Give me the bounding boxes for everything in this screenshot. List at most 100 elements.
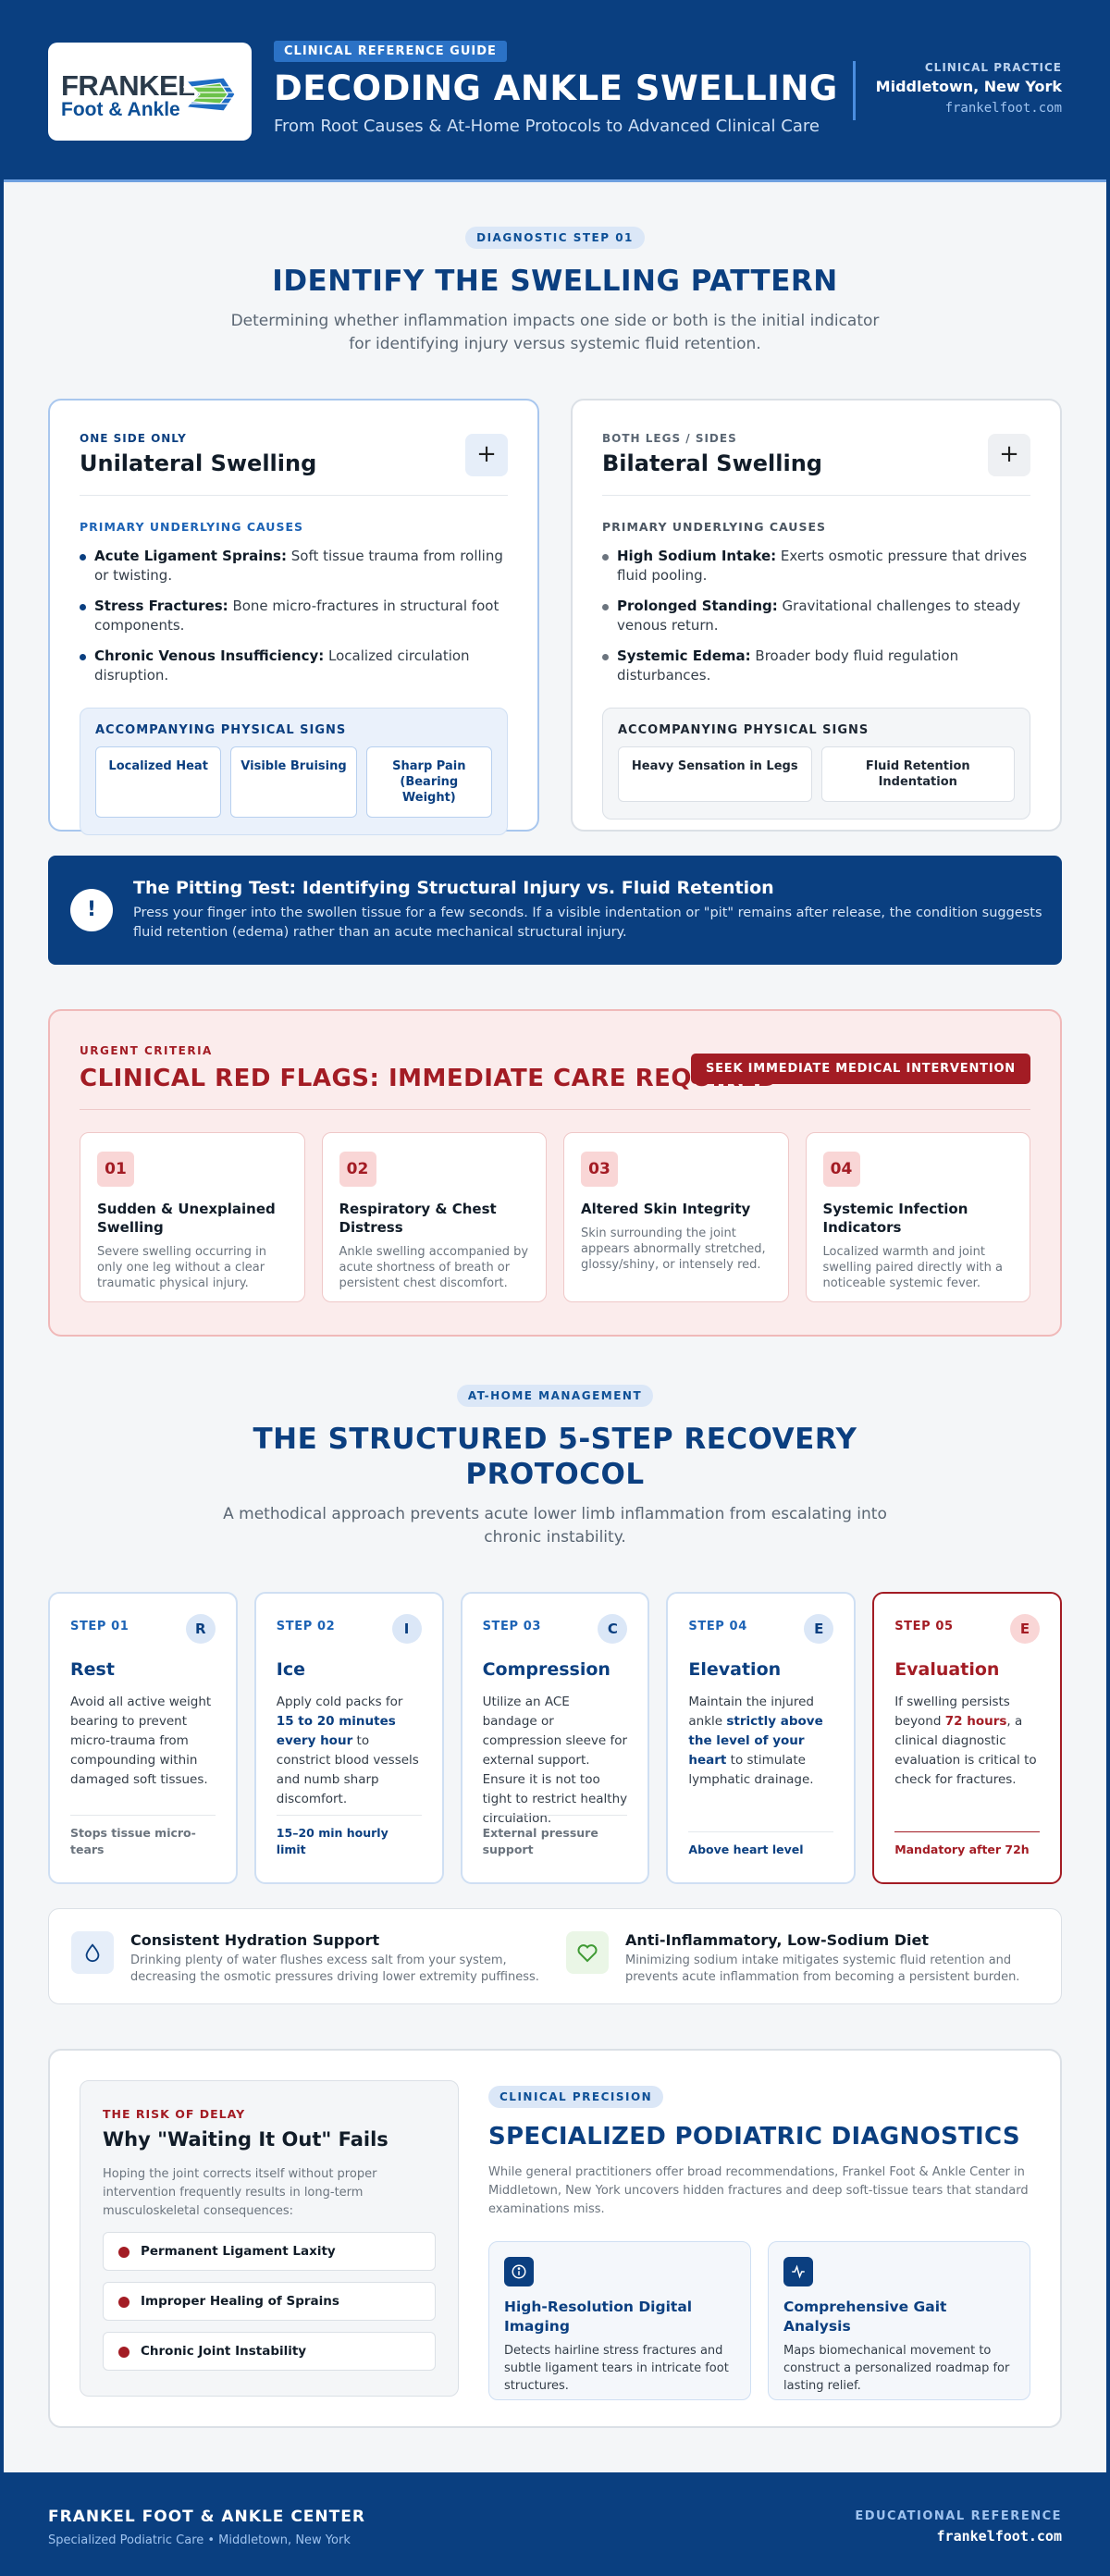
cause-term: Prolonged Standing:: [617, 598, 778, 614]
logo-wordmark: FRANKEL Foot & Ankle: [61, 69, 195, 120]
cause-term: Systemic Edema:: [617, 647, 751, 664]
tip-title: Anti-Inflammatory, Low-Sodium Diet: [625, 1931, 930, 1949]
footer-reference-label: EDUCATIONAL REFERENCE: [855, 2509, 1062, 2523]
list-item: High Sodium Intake: Exerts osmotic press…: [602, 547, 1030, 585]
unilateral-kicker: ONE SIDE ONLY: [80, 432, 187, 445]
alert-icon: !: [70, 889, 113, 931]
cause-term: High Sodium Intake:: [617, 548, 777, 564]
step-card-rest: STEP 01 R Rest Avoid all active weight b…: [48, 1592, 238, 1884]
diet-tip: Anti-Inflammatory, Low-Sodium Diet Minim…: [566, 1931, 1039, 1984]
tip-title: Consistent Hydration Support: [130, 1931, 380, 1949]
tip-body: Anti-Inflammatory, Low-Sodium Diet Minim…: [625, 1931, 1039, 1984]
step-number: STEP 03: [482, 1620, 542, 1633]
step-text-pre: Maintain the injured ankle: [688, 1695, 814, 1729]
step-text-highlight: 15 to 20 minutes every hour: [276, 1714, 396, 1748]
signs-row: Localized Heat Visible Bruising Sharp Pa…: [95, 746, 492, 818]
protocol-title: THE STRUCTURED 5-STEP RECOVERY PROTOCOL: [4, 1422, 1106, 1492]
plus-icon: +: [988, 434, 1030, 476]
red-flag-card: 04 Systemic Infection Indicators Localiz…: [805, 1132, 1030, 1302]
cause-text: Bone micro-fractures in structural foot …: [94, 598, 500, 634]
step-card-compression: STEP 03 C Compression Utilize an ACE ban…: [460, 1592, 650, 1884]
specialized-diagnostics: CLINICAL PRECISION SPECIALIZED PODIATRIC…: [488, 2086, 1030, 2400]
bilateral-card: BOTH LEGS / SIDES Bilateral Swelling + P…: [571, 399, 1062, 832]
bilateral-causes-label: PRIMARY UNDERLYING CAUSES: [602, 520, 826, 534]
imaging-card: High-Resolution Digital Imaging Detects …: [488, 2241, 751, 2400]
header-divider: [853, 61, 856, 120]
unilateral-signs-box: ACCOMPANYING PHYSICAL SIGNS Localized He…: [80, 708, 508, 835]
risk-kicker: THE RISK OF DELAY: [103, 2107, 246, 2121]
protocol-title-line-2: PROTOCOL: [465, 1458, 645, 1491]
guide-badge: CLINICAL REFERENCE GUIDE: [274, 41, 507, 62]
bilateral-causes-list: High Sodium Intake: Exerts osmotic press…: [602, 547, 1030, 685]
footer-website-link[interactable]: frankelfoot.com: [936, 2528, 1062, 2545]
pitting-test-banner: ! The Pitting Test: Identifying Structur…: [48, 856, 1062, 965]
pattern-section-head: DIAGNOSTIC STEP 01 IDENTIFY THE SWELLING…: [4, 182, 1106, 356]
page-subtitle: From Root Causes & At-Home Protocols to …: [274, 117, 820, 136]
protocol-title-line-1: THE STRUCTURED 5-STEP RECOVERY: [253, 1423, 857, 1456]
red-flags-panel: URGENT CRITERIA CLINICAL RED FLAGS: IMME…: [48, 1009, 1062, 1337]
hydration-tip: Consistent Hydration Support Drinking pl…: [71, 1931, 544, 1984]
step-text-highlight: 72 hours: [944, 1714, 1007, 1729]
logo-line-2: Foot & Ankle: [61, 99, 180, 120]
list-item: Chronic Venous Insufficiency: Localized …: [80, 647, 508, 685]
step-text: Avoid all active weight bearing to preve…: [70, 1693, 216, 1790]
cause-term: Chronic Venous Insufficiency:: [94, 647, 325, 664]
red-flag-card: 01 Sudden & Unexplained Swelling Severe …: [80, 1132, 305, 1302]
step-text-pre: Utilize an ACE bandage or compression sl…: [482, 1695, 628, 1826]
footer-tagline: Specialized Podiatric Care • Middletown,…: [48, 2533, 351, 2547]
red-flag-text: Severe swelling occurring in only one le…: [97, 1245, 267, 1290]
protocol-description: A methodical approach prevents acute low…: [223, 1505, 887, 1547]
cause-term: Acute Ligament Sprains:: [94, 548, 287, 564]
bilateral-signs-box: ACCOMPANYING PHYSICAL SIGNS Heavy Sensat…: [602, 708, 1030, 820]
logo-line-1: FRANKEL: [61, 69, 195, 102]
page-footer: FRANKEL FOOT & ANKLE CENTER Specialized …: [0, 2472, 1110, 2576]
step-number: STEP 05: [894, 1620, 954, 1633]
step-text-post: to stimulate lymphatic drainage.: [688, 1753, 814, 1787]
clinical-precision-pill: CLINICAL PRECISION: [488, 2086, 664, 2108]
activity-icon: [783, 2257, 813, 2286]
risk-item: Chronic Joint Instability: [103, 2332, 436, 2371]
risk-of-delay-box: THE RISK OF DELAY Why "Waiting It Out" F…: [80, 2080, 459, 2397]
red-flag-card: 03 Altered Skin Integrity Skin surroundi…: [563, 1132, 789, 1302]
water-drop-icon: [71, 1931, 114, 1974]
diagnostics-text: While general practitioners offer broad …: [488, 2165, 1029, 2216]
red-flag-number: 04: [822, 1152, 860, 1187]
unilateral-title: Unilateral Swelling: [80, 450, 317, 476]
logo-mark-icon: [183, 77, 239, 112]
page-header: FRANKEL Foot & Ankle CLINICAL REFERENCE …: [0, 0, 1110, 179]
step-text-post: , a clinical diagnostic evaluation is cr…: [894, 1714, 1037, 1787]
pattern-description: Determining whether inflammation impacts…: [230, 312, 880, 353]
unilateral-card: ONE SIDE ONLY Unilateral Swelling + PRIM…: [48, 399, 539, 835]
list-item: Systemic Edema: Broader body fluid regul…: [602, 647, 1030, 685]
red-flag-title: Systemic Infection Indicators: [822, 1201, 968, 1236]
support-tips-bar: Consistent Hydration Support Drinking pl…: [48, 1908, 1062, 2004]
sign-chip: Heavy Sensation in Legs: [618, 746, 812, 802]
tip-body: Consistent Hydration Support Drinking pl…: [130, 1931, 544, 1984]
gait-title: Comprehensive Gait Analysis: [783, 2299, 947, 2335]
cause-text: Gravitational challenges to steady venou…: [617, 598, 1021, 634]
signs-label: ACCOMPANYING PHYSICAL SIGNS: [95, 723, 347, 737]
signs-label: ACCOMPANYING PHYSICAL SIGNS: [618, 723, 870, 737]
step-card-elevation: STEP 04 E Elevation Maintain the injured…: [666, 1592, 857, 1884]
protocol-section-head: AT-HOME MANAGEMENT THE STRUCTURED 5-STEP…: [4, 1337, 1106, 1549]
red-flag-number: 01: [97, 1152, 134, 1187]
swelling-pattern-cards: ONE SIDE ONLY Unilateral Swelling + PRIM…: [48, 399, 1062, 835]
imaging-text: Detects hairline stress fractures and su…: [504, 2344, 729, 2393]
seek-intervention-button[interactable]: SEEK IMMEDIATE MEDICAL INTERVENTION: [690, 1054, 1030, 1084]
tip-text: Drinking plenty of water flushes excess …: [130, 1954, 539, 1984]
gait-text: Maps biomechanical movement to construct…: [783, 2344, 1010, 2393]
step-title: Elevation: [688, 1659, 782, 1680]
diagnostics-title: SPECIALIZED PODIATRIC DIAGNOSTICS: [488, 2123, 1020, 2151]
tip-text: Minimizing sodium intake mitigates syste…: [625, 1954, 1020, 1984]
risk-text: Hoping the joint corrects itself without…: [103, 2167, 377, 2218]
unilateral-causes-list: Acute Ligament Sprains: Soft tissue trau…: [80, 547, 508, 685]
step-title: Ice: [276, 1659, 306, 1680]
practice-website-link[interactable]: frankelfoot.com: [944, 101, 1062, 116]
cause-text: Exerts osmotic pressure that drives flui…: [617, 548, 1028, 584]
red-flag-number: 03: [581, 1152, 618, 1187]
signs-row: Heavy Sensation in Legs Fluid Retention …: [618, 746, 1015, 802]
step-text-pre: Apply cold packs for: [276, 1695, 403, 1709]
step-letter-badge: R: [185, 1614, 216, 1644]
diagnostics-panel: THE RISK OF DELAY Why "Waiting It Out" F…: [48, 2049, 1062, 2428]
step-letter-badge: E: [804, 1614, 834, 1644]
